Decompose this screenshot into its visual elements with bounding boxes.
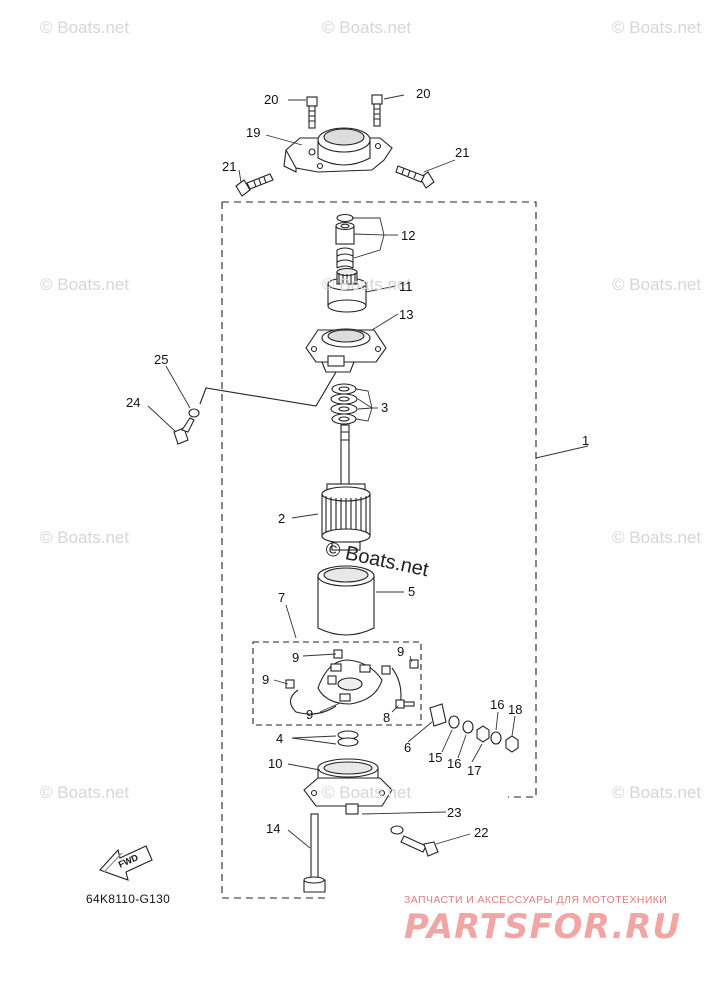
- callout-11: 11: [399, 279, 413, 294]
- callout-6: 6: [404, 740, 412, 755]
- callout-21: 21: [222, 159, 237, 174]
- screw-24: [173, 417, 195, 445]
- watermark: © Boats.net: [40, 528, 130, 547]
- bolt-20-right: [371, 94, 383, 127]
- brush-9b: [381, 665, 391, 675]
- callout-10: 10: [268, 756, 283, 771]
- lower-bracket-10: [303, 758, 393, 815]
- watermark: © Boats.net: [612, 783, 702, 802]
- watermark: © Boats.net: [40, 18, 130, 37]
- callout-25: 25: [154, 352, 169, 367]
- callout-5: 5: [408, 584, 416, 599]
- diagram-code: 64K8110-G130: [86, 892, 171, 906]
- callout-13: 13: [399, 307, 414, 322]
- brush-9e: [285, 679, 295, 689]
- callout-20: 20: [264, 92, 279, 107]
- callout-4: 4: [276, 731, 284, 746]
- callout-24: 24: [126, 395, 141, 410]
- callout-17: 17: [467, 763, 482, 778]
- watermark: © Boats.net: [612, 275, 702, 294]
- washer-25: [188, 408, 200, 418]
- housing-13: [305, 328, 387, 373]
- bracket-19: [283, 127, 393, 173]
- watermark: © Boats.net: [612, 18, 702, 37]
- brand-tagline: ЗАПЧАСТИ И АКСЕССУАРЫ ДЛЯ МОТОТЕХНИКИ: [404, 894, 668, 906]
- callout-7: 7: [278, 590, 286, 605]
- watermark: © Boats.net: [322, 18, 412, 37]
- callout-9: 9: [262, 672, 270, 687]
- brush-9a: [327, 675, 337, 685]
- terminal-bolt-8: [395, 699, 415, 709]
- watermark: © Boats.net: [40, 275, 130, 294]
- ground-wire: [199, 371, 337, 407]
- callout-22: 22: [474, 825, 489, 840]
- callout-9: 9: [397, 644, 405, 659]
- spring-12: [336, 247, 354, 269]
- fwd-arrow-icon: [99, 845, 153, 881]
- nut-18: [505, 735, 519, 753]
- callout-19: 19: [246, 125, 261, 140]
- pinion-stopper-12: [335, 221, 355, 245]
- washer-16b: [490, 731, 502, 745]
- terminal-6: [429, 703, 447, 727]
- brand-logo: PARTSFOR.RU: [404, 907, 682, 947]
- watermark: © Boats.net: [322, 275, 412, 294]
- bolt-21-right: [395, 165, 435, 189]
- callout-23: 23: [447, 805, 462, 820]
- callout-9: 9: [306, 707, 314, 722]
- callout-20: 20: [416, 86, 431, 101]
- through-bolt-14: [303, 813, 326, 893]
- washer-16a: [462, 720, 474, 734]
- snap-ring-12: [336, 213, 354, 223]
- callout-14: 14: [266, 821, 281, 836]
- callout-15: 15: [428, 750, 443, 765]
- armature-2: [321, 424, 371, 551]
- callout-16: 16: [490, 697, 505, 712]
- brush-9d: [409, 659, 419, 669]
- watermark: © Boats.net: [322, 783, 412, 802]
- assembly-1-outline-left: [221, 202, 330, 899]
- callout-2: 2: [278, 511, 286, 526]
- subassembly-7-outline: [252, 641, 422, 726]
- callout-21: 21: [455, 145, 470, 160]
- assembly-1-outline: [222, 201, 537, 798]
- washer-15: [448, 715, 460, 729]
- callout-16: 16: [447, 756, 462, 771]
- bolt-22: [400, 835, 439, 857]
- washers-3: [330, 383, 358, 425]
- brush-plate-7: [317, 659, 383, 705]
- callout-12: 12: [401, 228, 416, 243]
- callout-9: 9: [292, 650, 300, 665]
- callout-18: 18: [508, 702, 523, 717]
- nut-17: [476, 725, 490, 743]
- bolt-20-left: [306, 96, 318, 129]
- watermark: © Boats.net: [612, 528, 702, 547]
- bolt-21-left: [235, 173, 274, 197]
- yoke-5: [317, 565, 375, 636]
- pinion-drive-11: [327, 267, 367, 313]
- washer-23: [390, 825, 404, 835]
- washer-4b: [337, 737, 359, 747]
- callout-8: 8: [383, 710, 391, 725]
- watermark: © Boats.net: [40, 783, 130, 802]
- callout-3: 3: [381, 400, 389, 415]
- callout-1: 1: [582, 433, 590, 448]
